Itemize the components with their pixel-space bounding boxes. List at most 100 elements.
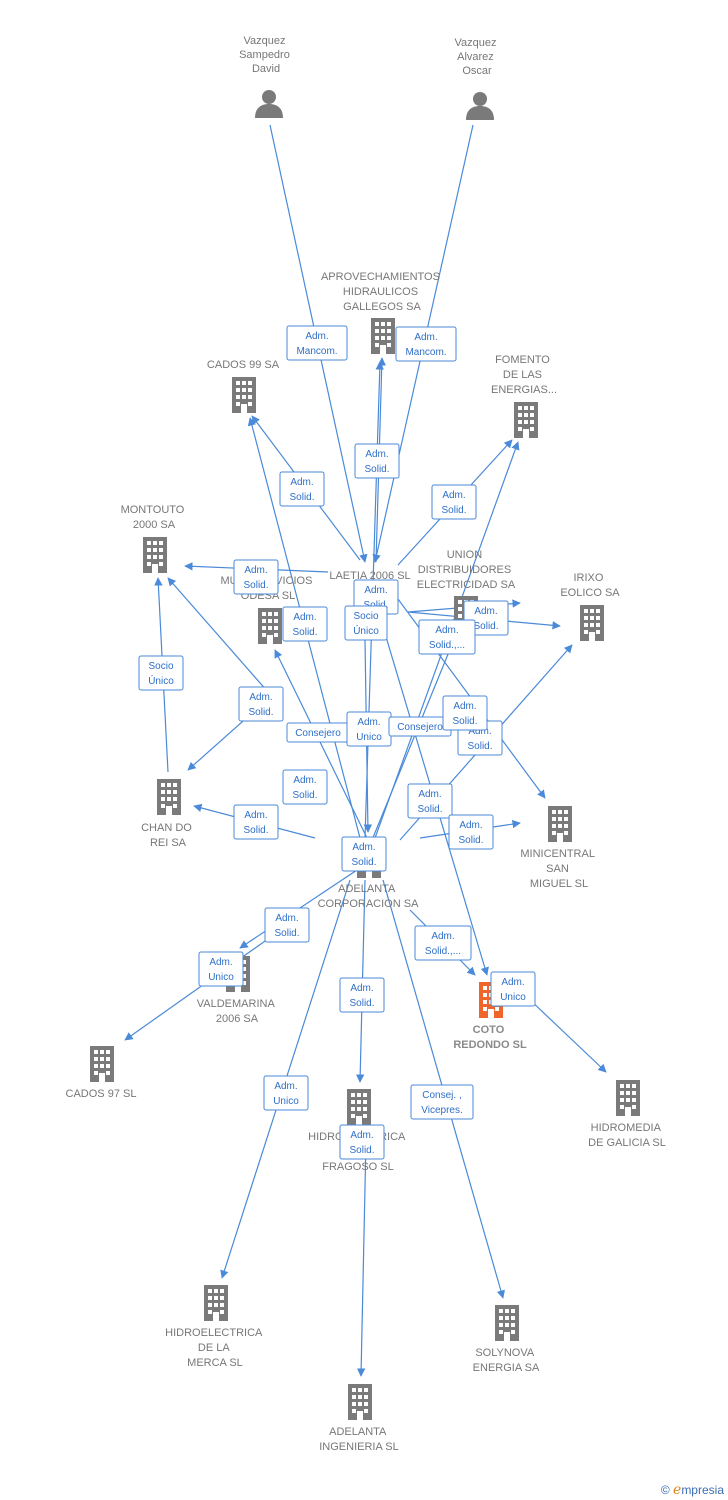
edge-line xyxy=(167,577,276,701)
svg-text:Adm.Solid.: Adm.Solid. xyxy=(364,449,389,475)
node-label-line: REDONDO SL xyxy=(453,1039,527,1051)
edge-label[interactable]: Adm.Solid. xyxy=(341,836,387,872)
node-union[interactable]: UNION DISTRIBUIDORES ELECTRICIDAD SA xyxy=(417,549,516,632)
svg-text:Adm.Solid.,...: Adm.Solid.,... xyxy=(425,931,461,957)
svg-text:CADOS 97 SL: CADOS 97 SL xyxy=(66,1088,137,1100)
svg-text:Vazquez Alvarez: Vazquez Alvarez Oscar xyxy=(454,37,499,77)
node-cados-99[interactable]: CADOS 99 SA xyxy=(207,359,280,413)
node-adelanta-ingenieria[interactable]: ADELANTA INGENIERIA SL xyxy=(319,1384,399,1453)
node-label-line: CADOS 99 SA xyxy=(207,359,280,371)
edge-label[interactable]: Consejero xyxy=(286,722,350,743)
building-icon xyxy=(580,605,604,641)
edge-label[interactable]: Adm.Solid. xyxy=(238,686,284,722)
node-label-line: VALDEMARINA xyxy=(197,998,276,1010)
node-label-line: DISTRIBUIDORES xyxy=(418,564,512,576)
edge-label[interactable]: Adm.Solid. xyxy=(233,804,279,840)
edge-label[interactable]: Adm.Solid.,... xyxy=(414,925,472,961)
node-label-line: Sampedro xyxy=(239,49,290,61)
svg-text:HIDROMEDIA DE GALICIA: HIDROMEDIA DE GALICIA SL xyxy=(588,1122,666,1149)
node-coto-redondo[interactable]: COTO REDONDO SL xyxy=(453,982,527,1051)
node-vazquez-sampedro[interactable]: Vazquez Sampedro David xyxy=(239,35,293,118)
svg-text:Adm.Solid.: Adm.Solid. xyxy=(292,612,317,638)
node-label-line: COTO xyxy=(473,1024,505,1036)
node-label-line: ENERGIAS... xyxy=(491,384,557,396)
node-hidromedia[interactable]: HIDROMEDIA DE GALICIA SL xyxy=(588,1080,666,1149)
edge-label[interactable]: Adm.Solid. xyxy=(354,443,400,479)
node-label-line: ENERGIA SA xyxy=(473,1362,540,1374)
edge-label[interactable]: Adm.Solid. xyxy=(339,1124,385,1160)
edge-label[interactable]: Adm.Mancom. xyxy=(395,326,457,362)
svg-text:ADELANTA CORPORACION S: ADELANTA CORPORACION SA xyxy=(318,883,420,910)
edge-label[interactable]: Adm.Solid. xyxy=(233,559,279,595)
node-label-line: REI SA xyxy=(150,837,187,849)
node-label-line: David xyxy=(252,63,280,75)
brand-footer: © empresia xyxy=(661,1482,724,1498)
empresia-logo-e: e xyxy=(673,1482,682,1498)
edge-label[interactable]: Adm.Unico xyxy=(263,1075,309,1111)
svg-text:HIDROELECTRICA DE LA: HIDROELECTRICA DE LA MERCA SL xyxy=(165,1327,265,1369)
edge-label[interactable]: Adm.Solid. xyxy=(279,471,325,507)
edge-label[interactable]: Consejero xyxy=(388,716,452,737)
building-icon xyxy=(204,1285,228,1321)
svg-text:Adm.Solid.: Adm.Solid. xyxy=(452,701,477,727)
svg-text:Adm.Solid.: Adm.Solid. xyxy=(417,789,442,815)
svg-text:Adm.Solid.: Adm.Solid. xyxy=(349,1130,374,1156)
node-hidroelectrica-merca[interactable]: HIDROELECTRICA DE LA MERCA SL xyxy=(165,1285,265,1369)
node-montouto[interactable]: MONTOUTO 2000 SA xyxy=(121,504,188,573)
node-fomento[interactable]: FOMENTO DE LAS ENERGIAS... xyxy=(491,354,557,438)
node-label-line: Vazquez xyxy=(243,35,285,47)
svg-text:Consej. ,Vicepres.: Consej. ,Vicepres. xyxy=(421,1090,463,1116)
edge-line xyxy=(356,1139,367,1377)
node-label-line: LAETIA 2006 SL xyxy=(329,570,410,582)
node-label-line: MIGUEL SL xyxy=(530,878,588,890)
node-label-line: CHAN DO xyxy=(141,822,192,834)
edge-label[interactable]: Adm.Mancom. xyxy=(286,325,348,361)
node-adelanta-corporacion[interactable]: ADELANTA CORPORACION SA xyxy=(318,842,420,910)
edge-label[interactable]: Adm.Solid. xyxy=(448,814,494,850)
node-laetia[interactable]: LAETIA 2006 SL xyxy=(329,570,410,582)
svg-text:Adm.Solid.: Adm.Solid. xyxy=(289,477,314,503)
node-label-line: IRIXO xyxy=(573,572,603,584)
svg-text:Adm.Unico: Adm.Unico xyxy=(500,977,526,1003)
node-minicentral[interactable]: MINICENTRAL SAN MIGUEL SL xyxy=(520,806,597,890)
node-label-line: ELECTRICIDAD SA xyxy=(417,579,516,591)
edge-label[interactable]: Adm.Solid. xyxy=(442,695,488,731)
edge-label[interactable]: Consej. ,Vicepres. xyxy=(410,1084,474,1120)
edge-label[interactable]: Adm.Solid. xyxy=(407,783,453,819)
node-solynova[interactable]: SOLYNOVA ENERGIA SA xyxy=(473,1305,540,1374)
svg-text:Adm.Solid.: Adm.Solid. xyxy=(473,606,498,632)
node-irixo[interactable]: IRIXO EOLICO SA xyxy=(560,572,620,641)
edge-label[interactable]: Adm.Unico xyxy=(346,711,392,747)
svg-text:ADELANTA INGENIERIA SL: ADELANTA INGENIERIA SL xyxy=(319,1426,398,1453)
building-icon xyxy=(143,537,167,573)
node-label-line: FOMENTO xyxy=(495,354,550,366)
node-chan-do-rei[interactable]: CHAN DO REI SA xyxy=(141,779,195,849)
svg-text:SOLYNOVA ENERGIA SA: SOLYNOVA ENERGIA SA xyxy=(473,1347,540,1374)
edge-label[interactable]: Adm.Unico xyxy=(198,951,244,987)
copyright-symbol: © xyxy=(660,1483,670,1497)
node-label-line: Vazquez xyxy=(454,37,496,49)
node-label-line: INGENIERIA SL xyxy=(319,1441,398,1453)
node-valdemarina[interactable]: VALDEMARINA 2006 SA xyxy=(197,956,278,1025)
node-vazquez-alvarez[interactable]: Vazquez Alvarez Oscar xyxy=(454,37,499,120)
svg-text:Adm.Solid.: Adm.Solid. xyxy=(292,775,317,801)
node-label-line: HIDROMEDIA xyxy=(591,1122,662,1134)
svg-text:Adm.Unico: Adm.Unico xyxy=(208,957,234,983)
node-cados-97[interactable]: CADOS 97 SL xyxy=(66,1046,137,1100)
person-icon xyxy=(466,92,494,120)
node-label-line: SAN xyxy=(546,863,569,875)
node-aprovechamientos[interactable]: APROVECHAMIENTOS HIDRAULICOS GALLEGOS SA xyxy=(321,271,443,354)
edge-label[interactable]: Adm.Solid. xyxy=(264,907,310,943)
edge-label[interactable]: Adm.Solid.,... xyxy=(418,619,476,655)
node-label-line: FRAGOSO SL xyxy=(322,1161,394,1173)
edge-label[interactable]: Adm.Unico xyxy=(490,971,536,1007)
edge-label[interactable]: Adm.Solid. xyxy=(431,484,477,520)
node-label-line: DE GALICIA SL xyxy=(588,1137,666,1149)
edge-label[interactable]: Adm.Solid. xyxy=(282,606,328,642)
edge-label[interactable]: Adm.Solid. xyxy=(339,977,385,1013)
edge-label[interactable]: Adm.Solid. xyxy=(282,769,328,805)
